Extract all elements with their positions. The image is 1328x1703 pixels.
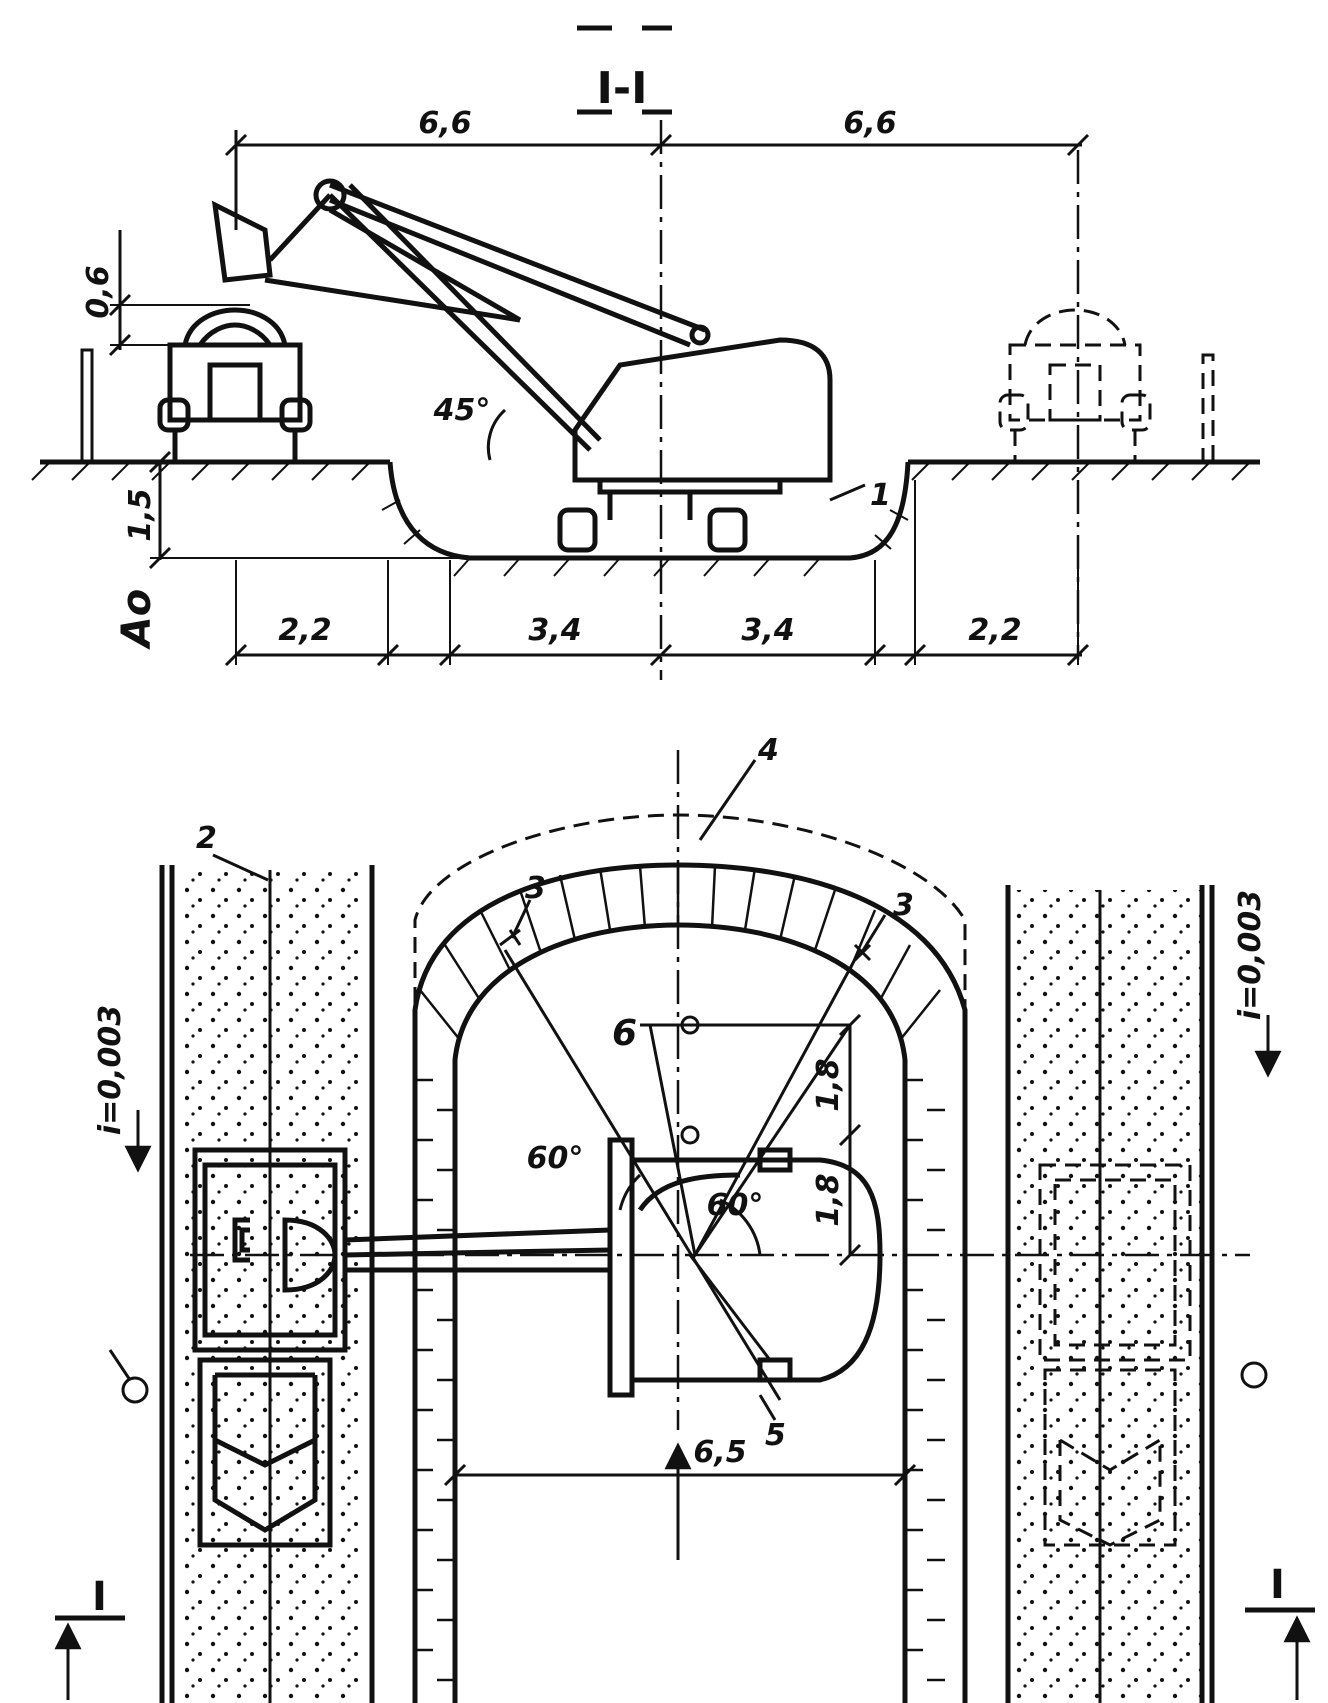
section-mark-left: I	[92, 1574, 107, 1620]
construction-lines	[503, 949, 862, 1401]
section-title: I-I	[596, 63, 647, 114]
callout-6: 6	[612, 1013, 637, 1054]
section-view: I-I 6,6 6,6 0,6	[31, 25, 1260, 680]
bottom-ticks	[224, 643, 1090, 667]
angle-arc-45	[486, 408, 507, 461]
excavator-plan	[344, 1137, 883, 1398]
angle-arc-60a	[618, 1173, 642, 1211]
leader-1	[829, 483, 866, 502]
tick	[893, 1463, 917, 1487]
callout-5: 5	[765, 1418, 786, 1453]
tick	[108, 293, 132, 317]
tick	[838, 1013, 862, 1037]
leader-2	[212, 853, 269, 882]
tick	[838, 1243, 862, 1267]
mark-3b	[853, 943, 872, 962]
angle-arc-60b	[719, 1198, 762, 1256]
label-45: 45°	[433, 393, 491, 428]
slope-right: i=0,003	[1233, 890, 1268, 1020]
marker-leader-left	[108, 1349, 132, 1381]
leader-3b	[860, 914, 887, 953]
marker-circle-right	[1240, 1361, 1268, 1389]
leader-5	[758, 1394, 777, 1421]
lining-outer	[412, 862, 968, 1703]
tick	[148, 546, 172, 570]
marker-circle-left	[121, 1376, 149, 1404]
wall-brick-joints	[415, 1078, 945, 1682]
right-stake	[1201, 353, 1215, 464]
dim-depth: 1,5	[123, 488, 158, 541]
callout-1: 1	[870, 478, 891, 513]
dim-left-outer: 2,2	[278, 613, 331, 648]
right-soil	[1010, 890, 1200, 1700]
dim-right-outer: 2,2	[968, 613, 1021, 648]
left-stake	[80, 348, 94, 464]
arch-brick-joints	[419, 865, 941, 1041]
dim-right-inner: 3,4	[741, 613, 794, 648]
tick	[838, 1123, 862, 1147]
callout-4: 4	[757, 733, 779, 768]
label-60b: 60°	[707, 1188, 764, 1223]
tick	[108, 333, 132, 357]
dim-left-inner: 3,4	[528, 613, 581, 648]
leader-4	[698, 759, 757, 841]
dim-left-half: 6,6	[418, 106, 471, 141]
excavator	[211, 178, 833, 553]
tick	[224, 133, 248, 157]
dim-vertical-1: 1,8	[811, 1058, 846, 1111]
right-truck	[998, 308, 1152, 462]
excavation-boundary	[413, 813, 967, 1703]
left-soil	[185, 870, 365, 1700]
leader-3a	[510, 899, 532, 939]
dim-plan-width: 6,5	[693, 1435, 746, 1470]
label-60a: 60°	[527, 1141, 584, 1176]
callout-3b: 3	[893, 888, 914, 923]
tick	[148, 450, 172, 474]
pivot-point-mid	[680, 1125, 700, 1145]
dim-height-06: 0,6	[81, 265, 116, 318]
callout-3a: 3	[525, 871, 546, 906]
trench-hatching	[381, 499, 909, 577]
section-mark-right: I	[1270, 1562, 1285, 1608]
mark-3a	[499, 928, 522, 947]
slope-left: i=0,003	[93, 1005, 128, 1135]
callout-2: 2	[196, 821, 217, 856]
ground-hatching	[31, 461, 1251, 481]
left-truck-plan	[192, 1147, 348, 1548]
right-truck-plan	[1038, 1163, 1192, 1547]
left-truck	[157, 307, 313, 462]
plan-view: 60° 60° 1,8 1,8 6,5	[54, 733, 1315, 1703]
dim-vertical-2: 1,8	[811, 1173, 846, 1226]
tick	[443, 1463, 467, 1487]
tick	[1066, 133, 1090, 157]
tick	[649, 133, 673, 157]
dim-right-half: 6,6	[843, 106, 896, 141]
label-ao: Ao	[114, 589, 160, 650]
